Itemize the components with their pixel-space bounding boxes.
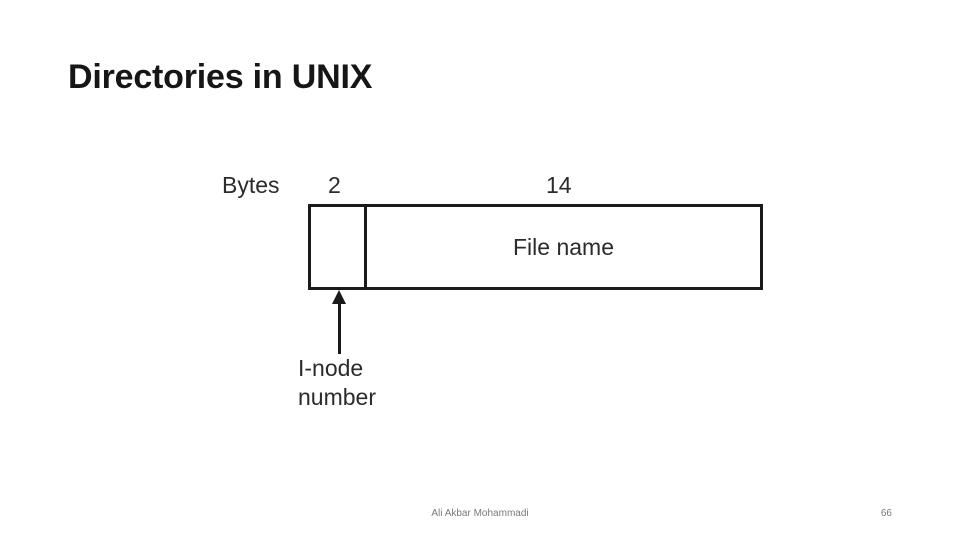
directory-entry-row: File name [308,204,763,290]
footer-page-number: 66 [880,508,892,519]
up-arrow-icon [332,290,346,354]
file-name-cell: File name [367,207,760,287]
page-title: Directories in UNIX [68,58,373,96]
inode-size-label: 2 [328,172,341,198]
file-name-label: File name [513,233,614,260]
arrow-shaft-icon [338,300,341,354]
footer-author: Ali Akbar Mohammadi [431,508,529,519]
caption-line-1: I-node [298,355,364,381]
unix-directory-entry-diagram: Bytes 2 14 File name I-node number [206,146,774,426]
caption-line-2: number [298,383,376,410]
inode-number-caption: I-node number [298,354,376,412]
bytes-label: Bytes [222,172,280,198]
filename-size-label: 14 [546,172,572,198]
inode-number-cell [311,207,367,287]
arrow-head-icon [332,290,346,304]
